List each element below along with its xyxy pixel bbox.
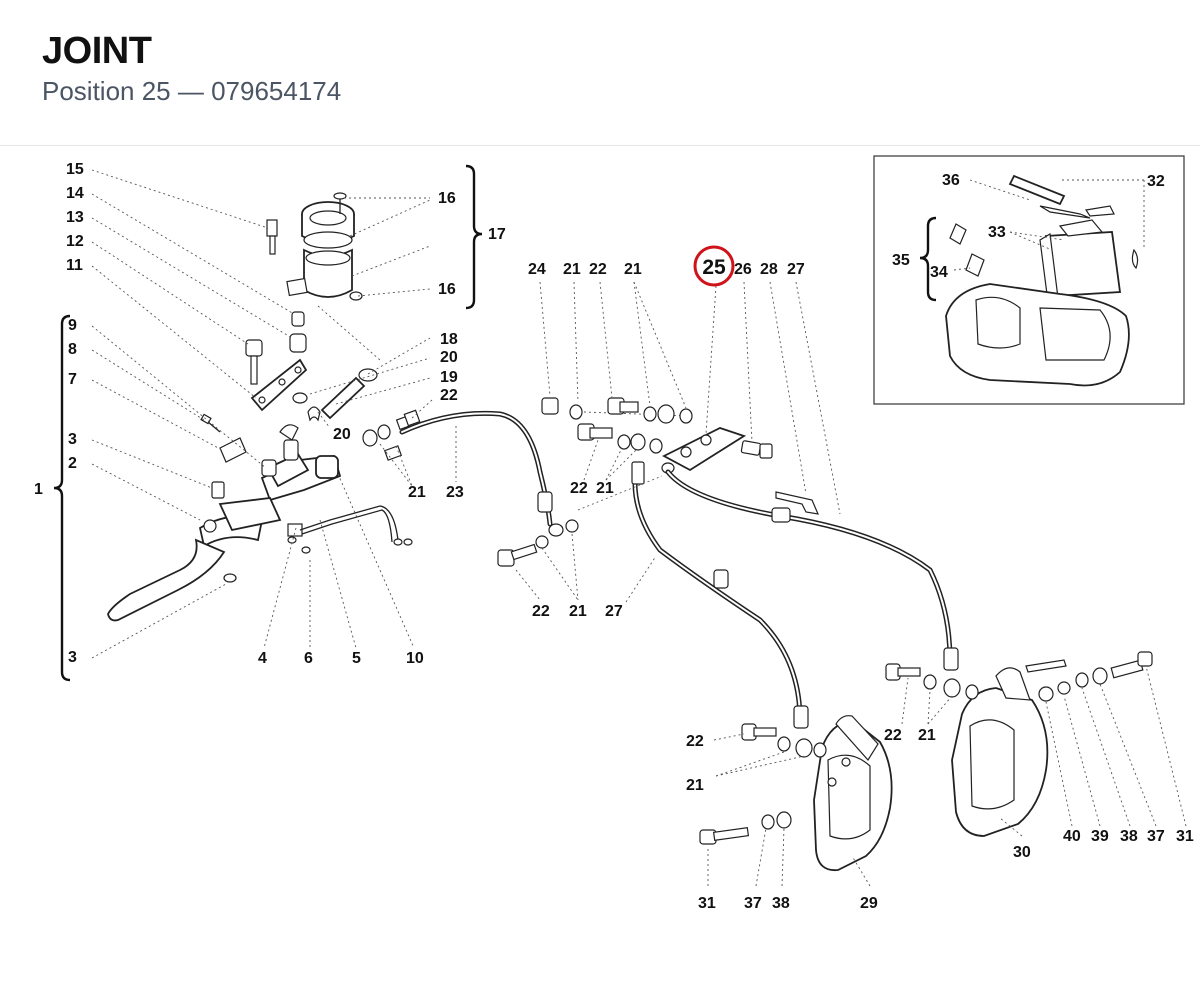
callout-22-mid: 22 bbox=[570, 480, 588, 497]
header: JOINT Position 25 — 079654174 bbox=[0, 0, 1200, 146]
callout-16-bottom: 16 bbox=[438, 281, 456, 298]
callout-21-caliper-left: 21 bbox=[686, 777, 704, 794]
leader-lines-left bbox=[91, 169, 579, 659]
callout-29: 29 bbox=[860, 895, 878, 912]
callout-27-low: 27 bbox=[605, 603, 623, 620]
inset-pads-detail bbox=[873, 155, 1185, 405]
callout-28: 28 bbox=[760, 261, 778, 278]
callout-16-top: 16 bbox=[438, 190, 456, 207]
junction-assembly bbox=[541, 397, 959, 729]
callout-5: 5 bbox=[352, 650, 361, 667]
callout-18: 18 bbox=[440, 331, 458, 348]
highlight-ring-25[interactable] bbox=[693, 245, 735, 287]
callout-34: 34 bbox=[930, 264, 948, 281]
caliper-30 bbox=[885, 651, 1153, 837]
callout-15: 15 bbox=[66, 161, 84, 178]
exploded-parts-diagram: 15 14 13 12 11 16 16 17 9 8 7 3 2 1 3 18… bbox=[0, 146, 1200, 993]
brace-group-17 bbox=[465, 164, 483, 310]
callout-21-caliper-right: 21 bbox=[918, 727, 936, 744]
callout-8: 8 bbox=[68, 341, 77, 358]
callout-22-caliper-left: 22 bbox=[686, 733, 704, 750]
callout-37-left: 37 bbox=[744, 895, 762, 912]
page-subtitle: Position 25 — 079654174 bbox=[42, 76, 342, 106]
callout-32: 32 bbox=[1147, 173, 1165, 190]
brace-group-35 bbox=[919, 216, 937, 302]
callout-24: 24 bbox=[528, 261, 546, 278]
callout-39: 39 bbox=[1091, 828, 1109, 845]
callout-25-highlighted[interactable]: 25 bbox=[702, 256, 726, 279]
callout-33: 33 bbox=[988, 224, 1006, 241]
callout-2: 2 bbox=[68, 455, 77, 472]
callout-20-right: 20 bbox=[440, 349, 458, 366]
callout-20-left: 20 bbox=[333, 426, 351, 443]
callout-labels: 15 14 13 12 11 16 16 17 9 8 7 3 2 1 3 18… bbox=[34, 161, 1194, 912]
callout-31-right: 31 bbox=[1176, 828, 1194, 845]
callout-21-top-b: 21 bbox=[624, 261, 642, 278]
callout-21-left: 21 bbox=[408, 484, 426, 501]
master-cylinder-assembly bbox=[107, 192, 579, 622]
page-title: JOINT bbox=[42, 30, 152, 72]
callout-10: 10 bbox=[406, 650, 424, 667]
callout-27-top: 27 bbox=[787, 261, 805, 278]
diagram-svg: 15 14 13 12 11 16 16 17 9 8 7 3 2 1 3 18… bbox=[34, 155, 1194, 912]
callout-13: 13 bbox=[66, 209, 84, 226]
callout-40: 40 bbox=[1063, 828, 1081, 845]
leader-lines-calipers bbox=[707, 665, 1187, 887]
callout-22-caliper-right: 22 bbox=[884, 727, 902, 744]
callout-26: 26 bbox=[734, 261, 752, 278]
callout-31-left: 31 bbox=[698, 895, 716, 912]
caliper-29 bbox=[699, 715, 893, 872]
callout-3-lower: 3 bbox=[68, 649, 77, 666]
callout-22-left: 22 bbox=[440, 387, 458, 404]
callout-3-upper: 3 bbox=[68, 431, 77, 448]
callout-23: 23 bbox=[446, 484, 464, 501]
callout-21-mid: 21 bbox=[596, 480, 614, 497]
callout-11: 11 bbox=[66, 257, 83, 274]
callout-14: 14 bbox=[66, 185, 84, 202]
callout-4: 4 bbox=[258, 650, 267, 667]
callout-37-right: 37 bbox=[1147, 828, 1165, 845]
callout-30: 30 bbox=[1013, 844, 1031, 861]
callout-22-top: 22 bbox=[589, 261, 607, 278]
callout-1: 1 bbox=[34, 481, 43, 498]
callout-38-right: 38 bbox=[1120, 828, 1138, 845]
callout-21-top-a: 21 bbox=[563, 261, 581, 278]
callout-35: 35 bbox=[892, 252, 910, 269]
leader-lines-middle bbox=[539, 281, 841, 603]
callout-21-low: 21 bbox=[569, 603, 587, 620]
callout-12: 12 bbox=[66, 233, 84, 250]
callout-38-left: 38 bbox=[772, 895, 790, 912]
callout-36: 36 bbox=[942, 172, 960, 189]
callout-9: 9 bbox=[68, 317, 77, 334]
callout-7: 7 bbox=[68, 371, 77, 388]
callout-6: 6 bbox=[304, 650, 313, 667]
callout-17: 17 bbox=[488, 226, 506, 243]
callout-22-low: 22 bbox=[532, 603, 550, 620]
callout-19: 19 bbox=[440, 369, 458, 386]
brace-group-1 bbox=[53, 314, 71, 682]
